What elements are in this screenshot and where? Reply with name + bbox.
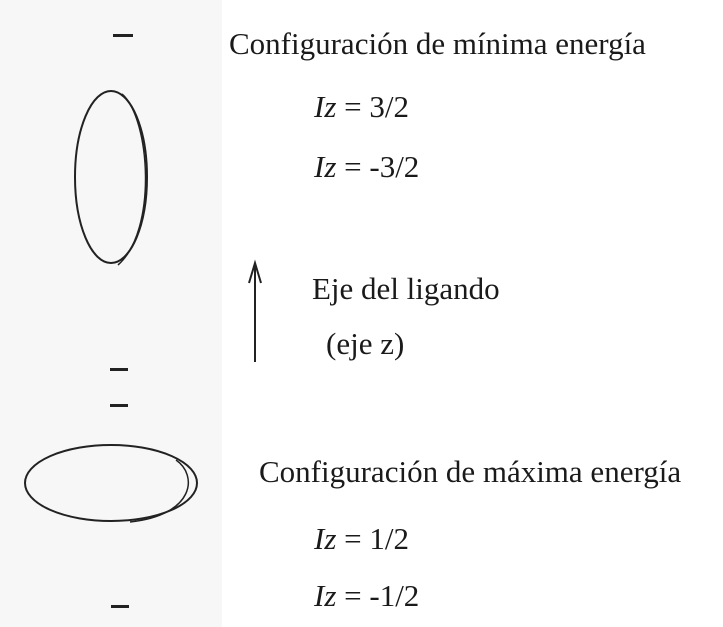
- charge-dash-mid-lower: [110, 404, 128, 407]
- prolate-ellipsoid: [74, 90, 148, 266]
- iz-symbol: Iz: [314, 89, 337, 124]
- ligand-axis-arrow: [248, 259, 262, 362]
- iz-value: = -3/2: [344, 149, 420, 184]
- max-state-1: Iz = 1/2: [314, 521, 409, 557]
- min-state-2: Iz = -3/2: [314, 149, 419, 185]
- axis-sub-label: (eje z): [326, 326, 405, 361]
- iz-value: = -1/2: [344, 578, 420, 613]
- min-state-1: Iz = 3/2: [314, 89, 409, 125]
- charge-dash-mid-upper: [110, 368, 128, 371]
- charge-dash-bottom: [111, 605, 129, 608]
- charge-dash-top: [113, 34, 133, 37]
- oblate-ellipsoid: [24, 444, 198, 523]
- iz-symbol: Iz: [314, 578, 337, 613]
- axis-label: Eje del ligando: [312, 271, 500, 306]
- figure-panel: [0, 0, 222, 627]
- iz-symbol: Iz: [314, 149, 337, 184]
- max-energy-title: Configuración de máxima energía: [259, 454, 682, 489]
- iz-value: = 3/2: [344, 89, 409, 124]
- iz-symbol: Iz: [314, 521, 337, 556]
- max-state-2: Iz = -1/2: [314, 578, 419, 614]
- iz-value: = 1/2: [344, 521, 409, 556]
- min-energy-title: Configuración de mínima energía: [229, 26, 646, 61]
